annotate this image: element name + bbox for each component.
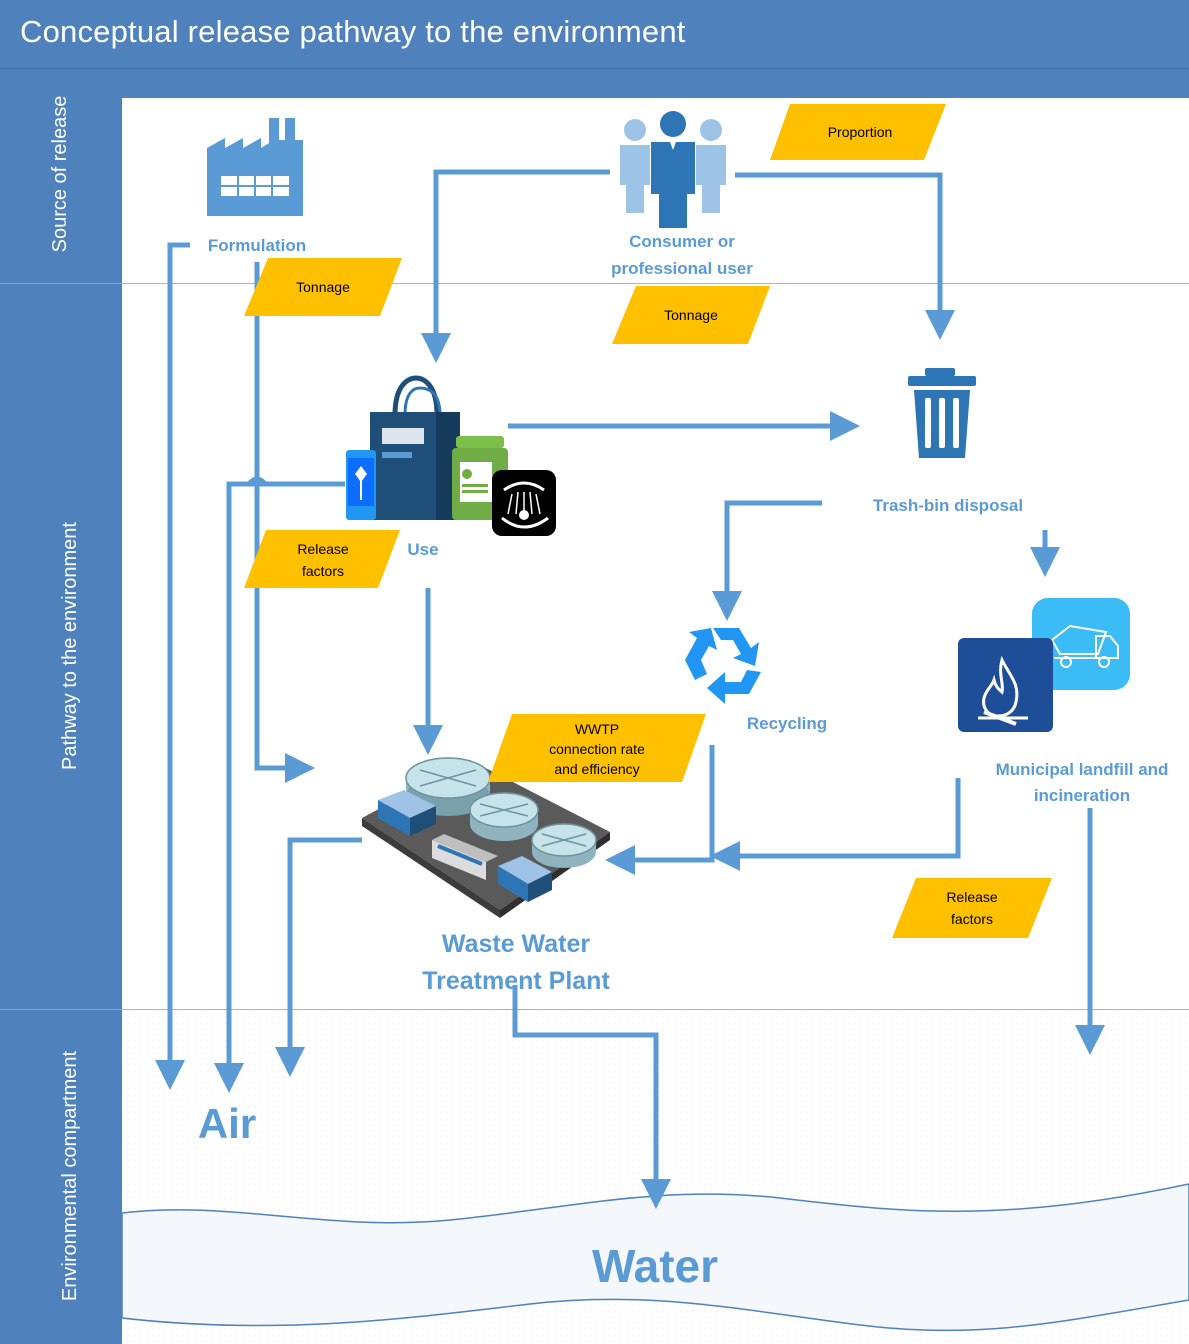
label-air: Air [198,1100,256,1147]
lane-separator [122,1009,1189,1010]
tag-proportion-text: Proportion [828,124,893,140]
tag-release-factors-1 [244,530,400,588]
tag-wwtp-rate-line2: connection rate [549,741,645,757]
shower-icon [492,470,556,536]
tag-release-factors-2-line2: factors [951,911,993,927]
trash-bin-icon [908,368,976,458]
label-wwtp-line2: Treatment Plant [422,967,610,995]
arrow-use-air [214,481,345,1093]
label-formulation: Formulation [208,236,306,255]
wastewater-plant-icon [362,757,610,918]
arrow-consumer-trash [735,172,955,340]
arrow-wwtp-water [512,985,671,1209]
label-recycling: Recycling [747,714,827,733]
tag-release-factors-1-line1: Release [297,541,349,557]
tag-wwtp-rate-line3: and efficiency [554,761,639,777]
tag-tonnage-2-text: Tonnage [664,307,718,323]
tag-release-factors-2 [892,878,1052,938]
arrow-formulation-wwtp [254,262,315,783]
tag-tonnage-2 [612,286,770,344]
tag-proportion [770,104,946,160]
arrow-landfill-wwtp [710,778,961,871]
tag-release-factors-2-line1: Release [946,889,998,905]
label-trash: Trash-bin disposal [873,496,1023,515]
sub-header-bar [0,69,1189,98]
dump-truck-icon [1032,598,1130,690]
fire-icon [958,638,1053,732]
water-body [121,1183,1189,1332]
arrow-formulation-air [155,242,190,1090]
lane-divider [0,283,122,284]
arrow-consumer-use [421,169,610,363]
label-use: Use [407,540,438,559]
recycle-icon [685,628,761,704]
label-consumer-line1: Consumer or [629,232,735,251]
people-icon [620,111,726,228]
label-landfill-line2: incineration [1034,786,1130,805]
label-water: Water [592,1240,718,1292]
label-consumer-line2: professional user [611,259,753,278]
lane-band [0,98,122,1344]
tag-wwtp-rate [488,714,706,782]
tag-tonnage-1-text: Tonnage [296,279,350,295]
tag-release-factors-1-line2: factors [302,563,344,579]
arrow-trash-recycling [712,500,822,621]
lane-divider [0,1009,122,1010]
title-bar: Conceptual release pathway to the enviro… [0,0,1189,69]
line-hop [247,476,267,486]
label-landfill-line1: Municipal landfill and [996,760,1169,779]
tag-tonnage-1 [244,258,402,316]
label-wwtp-line1: Waste Water [442,930,590,958]
arrow-wwtp-air [275,837,362,1077]
page-title: Conceptual release pathway to the enviro… [20,14,686,49]
tag-wwtp-rate-line1: WWTP [575,721,619,737]
products-icon [346,375,508,520]
factory-icon [207,118,303,216]
lane-separator [122,283,1189,284]
